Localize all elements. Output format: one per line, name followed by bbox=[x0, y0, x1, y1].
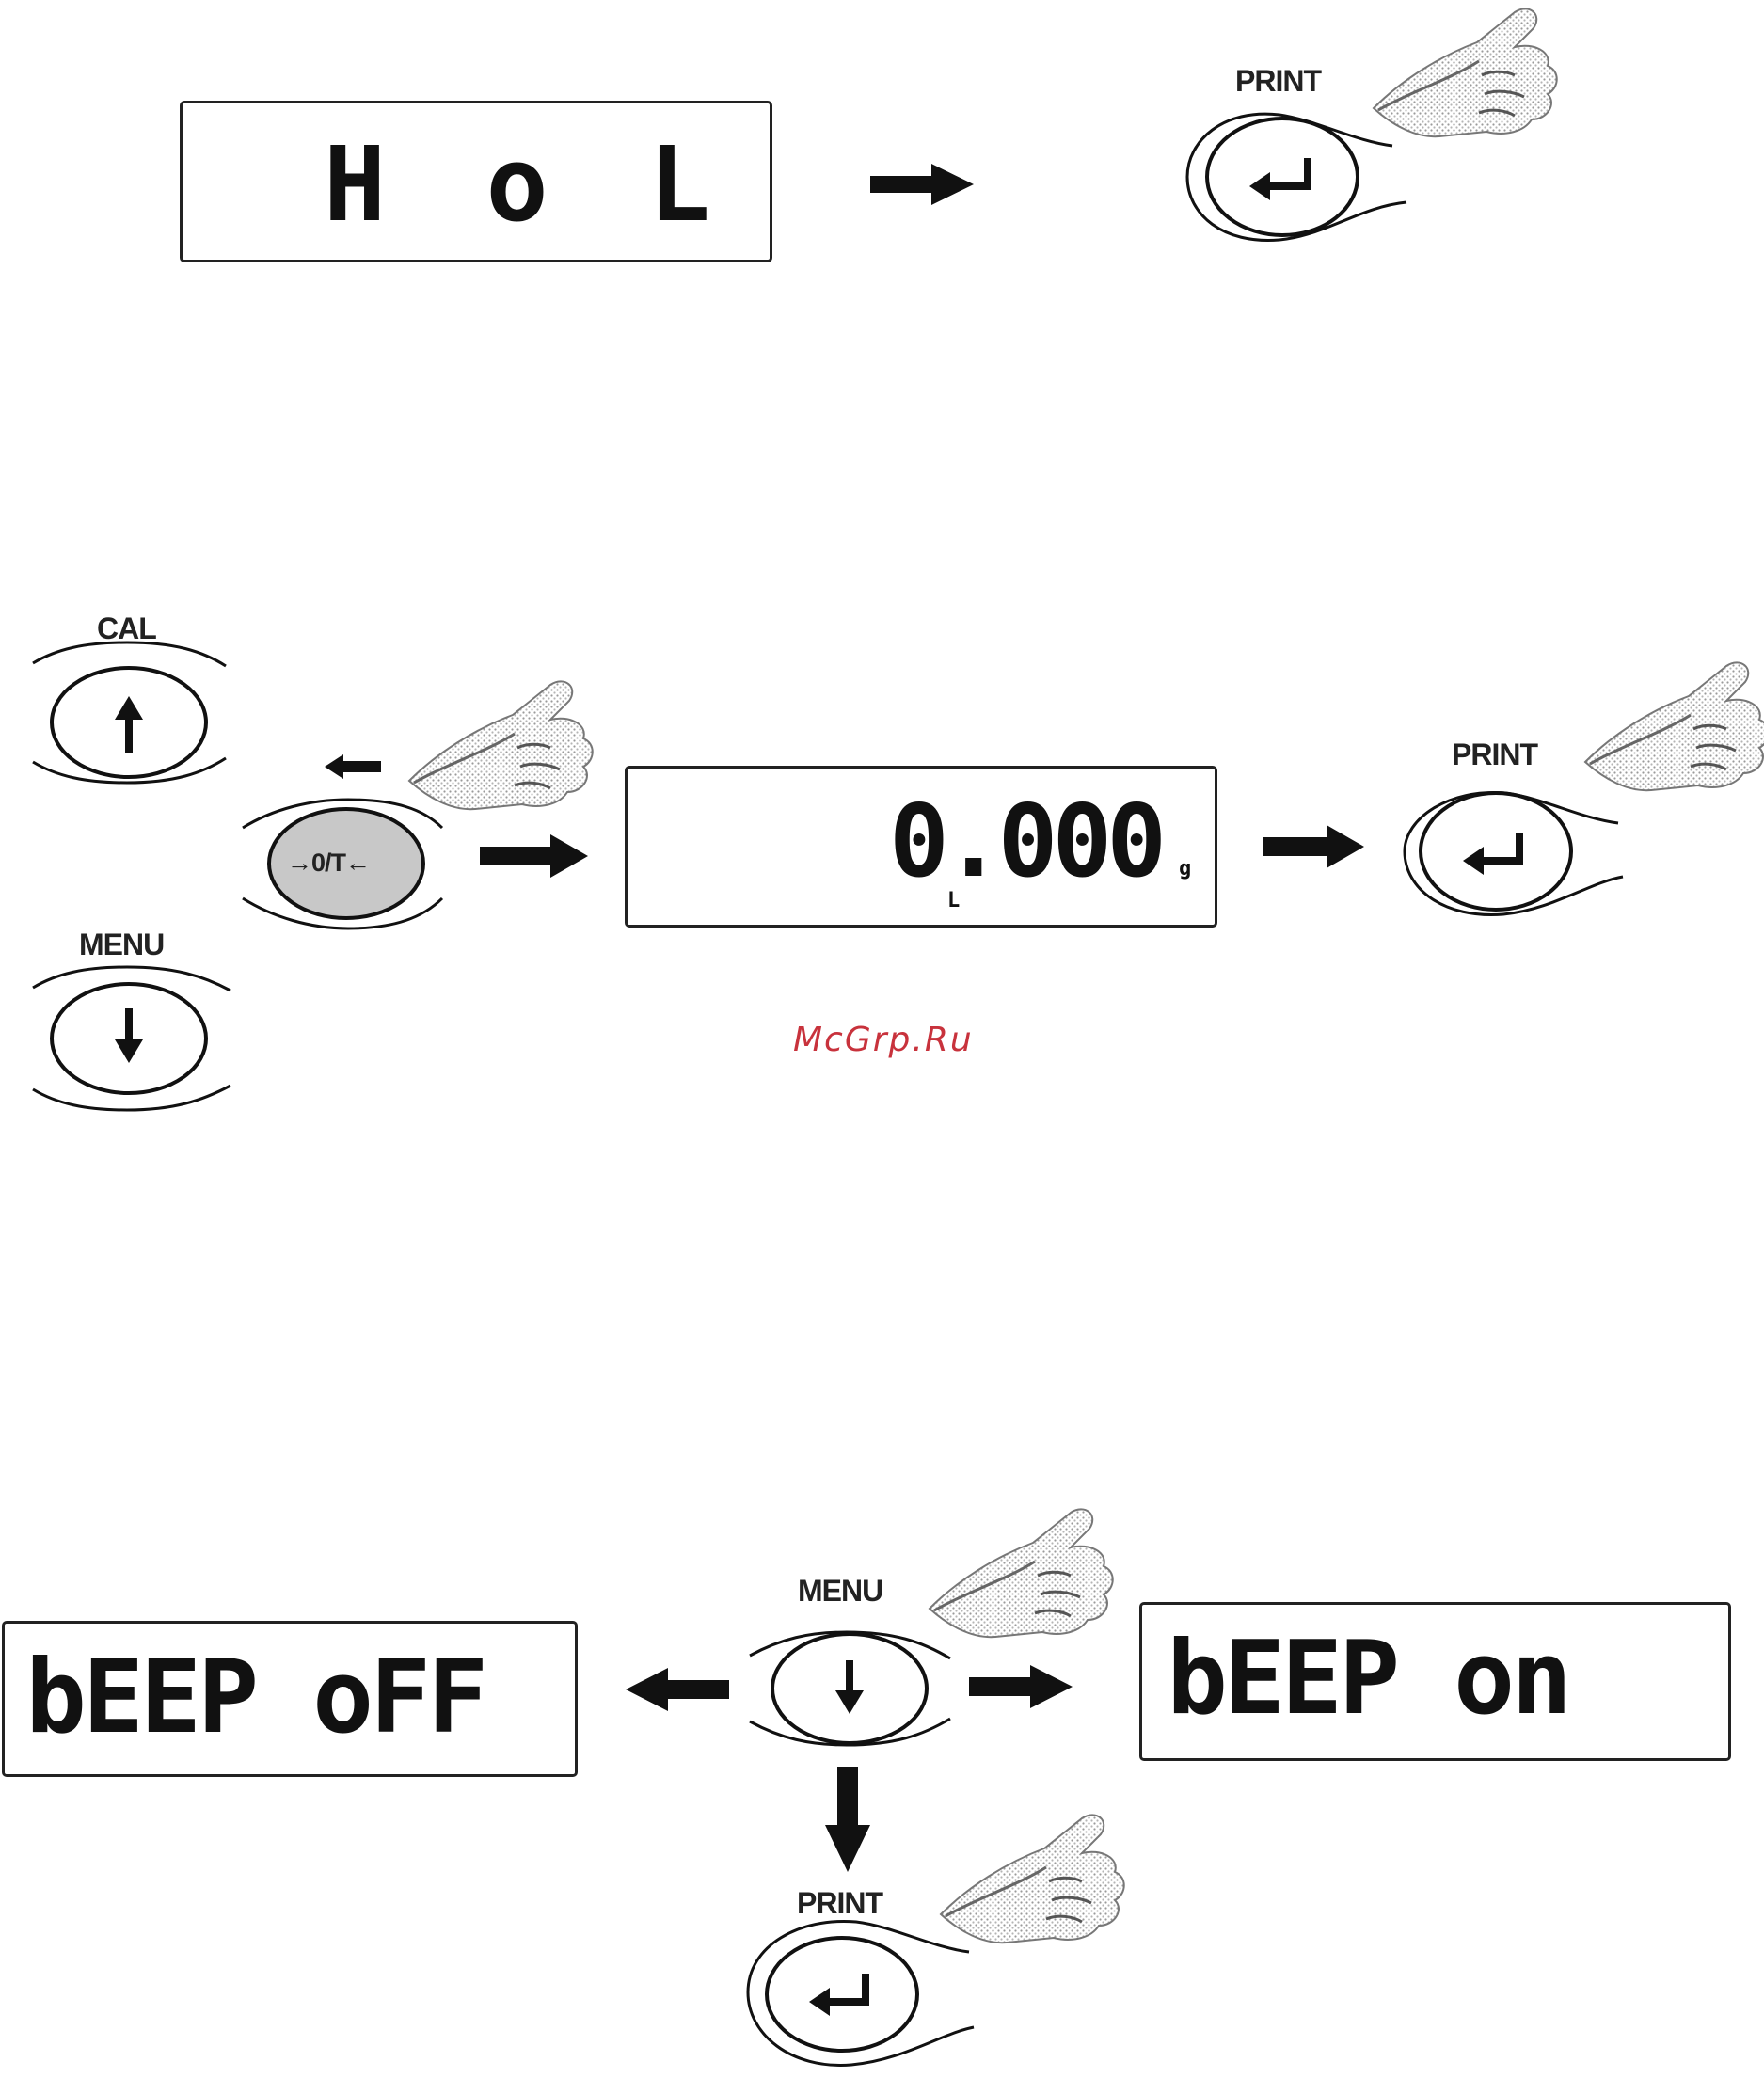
hand-pointer-1 bbox=[1374, 8, 1557, 136]
lcd-display-beep-on: bEEP on bbox=[1139, 1602, 1731, 1761]
arrow-left-small bbox=[325, 754, 381, 779]
print-key-label-1: PRINT bbox=[1235, 64, 1321, 99]
arrow-down bbox=[825, 1767, 870, 1872]
print-key-label-3: PRINT bbox=[797, 1886, 882, 1921]
print-key-2 bbox=[1405, 792, 1623, 914]
print-key-3 bbox=[748, 1921, 974, 2065]
zero-tare-key-label: →0/T← bbox=[287, 849, 370, 878]
print-key-1 bbox=[1187, 114, 1406, 240]
display-unit: g bbox=[1179, 857, 1191, 880]
arrow-right-1 bbox=[870, 164, 974, 205]
lcd-display-zero: 0.000 g L bbox=[625, 766, 1217, 928]
arrow-left-1 bbox=[626, 1668, 729, 1711]
menu-key-2 bbox=[750, 1632, 950, 1745]
display-text-hol: H o L bbox=[324, 124, 729, 245]
display-indicator-l: L bbox=[947, 889, 960, 912]
menu-key-label-1: MENU bbox=[79, 928, 164, 962]
print-key-label-2: PRINT bbox=[1452, 738, 1537, 772]
arrow-right-3 bbox=[1263, 825, 1364, 868]
lcd-display-hol: H o L bbox=[180, 101, 772, 262]
hand-pointer-3 bbox=[1585, 662, 1764, 790]
display-text-beep-off: bEEP oFF bbox=[25, 1639, 485, 1756]
cal-key bbox=[33, 642, 226, 783]
hand-pointer-5 bbox=[941, 1815, 1124, 1943]
hand-pointer-2 bbox=[409, 681, 593, 809]
hand-pointer-4 bbox=[930, 1509, 1113, 1637]
menu-key-label-2: MENU bbox=[798, 1574, 882, 1609]
arrow-right-2 bbox=[480, 834, 588, 878]
display-text-beep-on: bEEP on bbox=[1167, 1620, 1568, 1737]
lcd-display-beep-off: bEEP oFF bbox=[2, 1621, 578, 1777]
display-value-zero: 0.000 bbox=[889, 784, 1161, 899]
menu-key-1 bbox=[33, 967, 230, 1110]
watermark-text: McGrp.Ru bbox=[793, 1021, 974, 1059]
cal-key-label: CAL bbox=[97, 611, 156, 646]
arrow-right-4 bbox=[969, 1665, 1073, 1708]
